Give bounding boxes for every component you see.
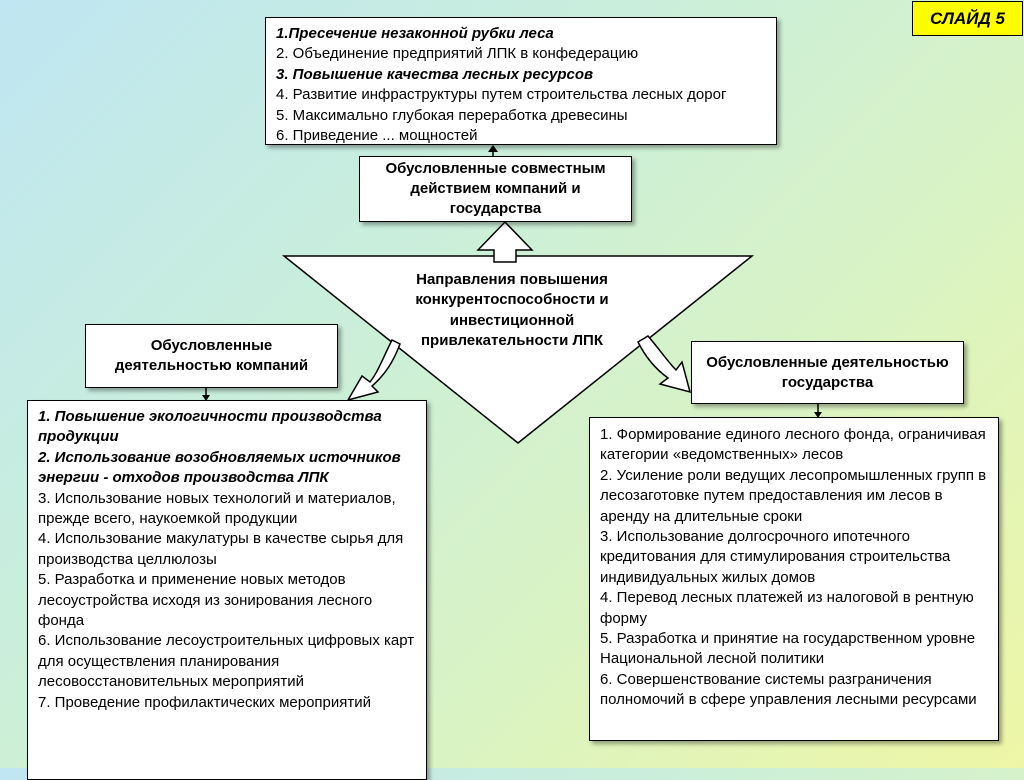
state-actions-list: 1. Формирование единого лесного фонда, о… — [589, 417, 999, 741]
list-item: 6. Использование лесоустроительных цифро… — [38, 632, 415, 691]
list-item: 4. Перевод лесных платежей из налоговой … — [600, 589, 974, 627]
joint-header-text: Обусловленные совместным действием компа… — [385, 160, 606, 217]
companies-header-text: Обусловленные деятельностью компаний — [114, 337, 309, 374]
list-item: 4. Использование макулатуры в качестве с… — [38, 530, 404, 568]
list-item: 6. Приведение ... мощностей — [276, 127, 478, 145]
list-item: 5. Максимально глубокая переработка древ… — [276, 106, 628, 124]
list-item: 1.Пресечение незаконной рубки леса — [276, 25, 554, 42]
list-item: 7. Проведение профилактических мероприят… — [38, 693, 372, 711]
list-item: 2. Использование возобновляемых источник… — [38, 448, 401, 487]
list-item: 5. Разработка и принятие на государствен… — [600, 630, 976, 668]
list-item: 6. Совершенствование системы разграничен… — [600, 670, 977, 709]
connector-arrowheads — [202, 145, 822, 418]
list-item: 4. Развитие инфраструктуры путем строите… — [276, 86, 727, 104]
list-item: 2. Объединение предприятий ЛПК в конфеде… — [276, 45, 639, 63]
list-item: 1. Повышение экологичности производства … — [38, 408, 382, 446]
list-item: 5. Разработка и применение новых методов… — [38, 571, 373, 630]
list-item: 3. Использование новых технологий и мате… — [38, 489, 396, 528]
slide-label: СЛАЙД 5 — [912, 1, 1023, 36]
companies-actions-list: 1. Повышение экологичности производства … — [27, 400, 427, 780]
center-title: Направления повышения конкурентоспособно… — [415, 271, 609, 350]
list-item: 2. Усиление роли ведущих лесопромышленны… — [600, 466, 987, 525]
companies-header: Обусловленные деятельностью компаний — [85, 324, 338, 388]
up-arrow-to-joint — [476, 220, 534, 263]
list-item: 3. Повышение качества лесных ресурсов — [276, 65, 594, 83]
list-item: 1. Формирование единого лесного фонда, о… — [600, 426, 986, 464]
state-header-text: Обусловленные деятельностью государства — [706, 353, 949, 391]
central-triangle — [281, 255, 755, 444]
joint-actions-list: 1.Пресечение незаконной рубки леса 2. Объ… — [265, 17, 777, 145]
list-item: 3. Использование долгосрочного ипотечног… — [600, 528, 951, 586]
joint-actions-header: Обусловленные совместным действием компа… — [359, 156, 632, 222]
state-header: Обусловленные деятельностью государства — [691, 341, 964, 404]
curved-arrow-to-state — [637, 335, 692, 394]
curved-arrow-to-companies — [346, 338, 401, 402]
